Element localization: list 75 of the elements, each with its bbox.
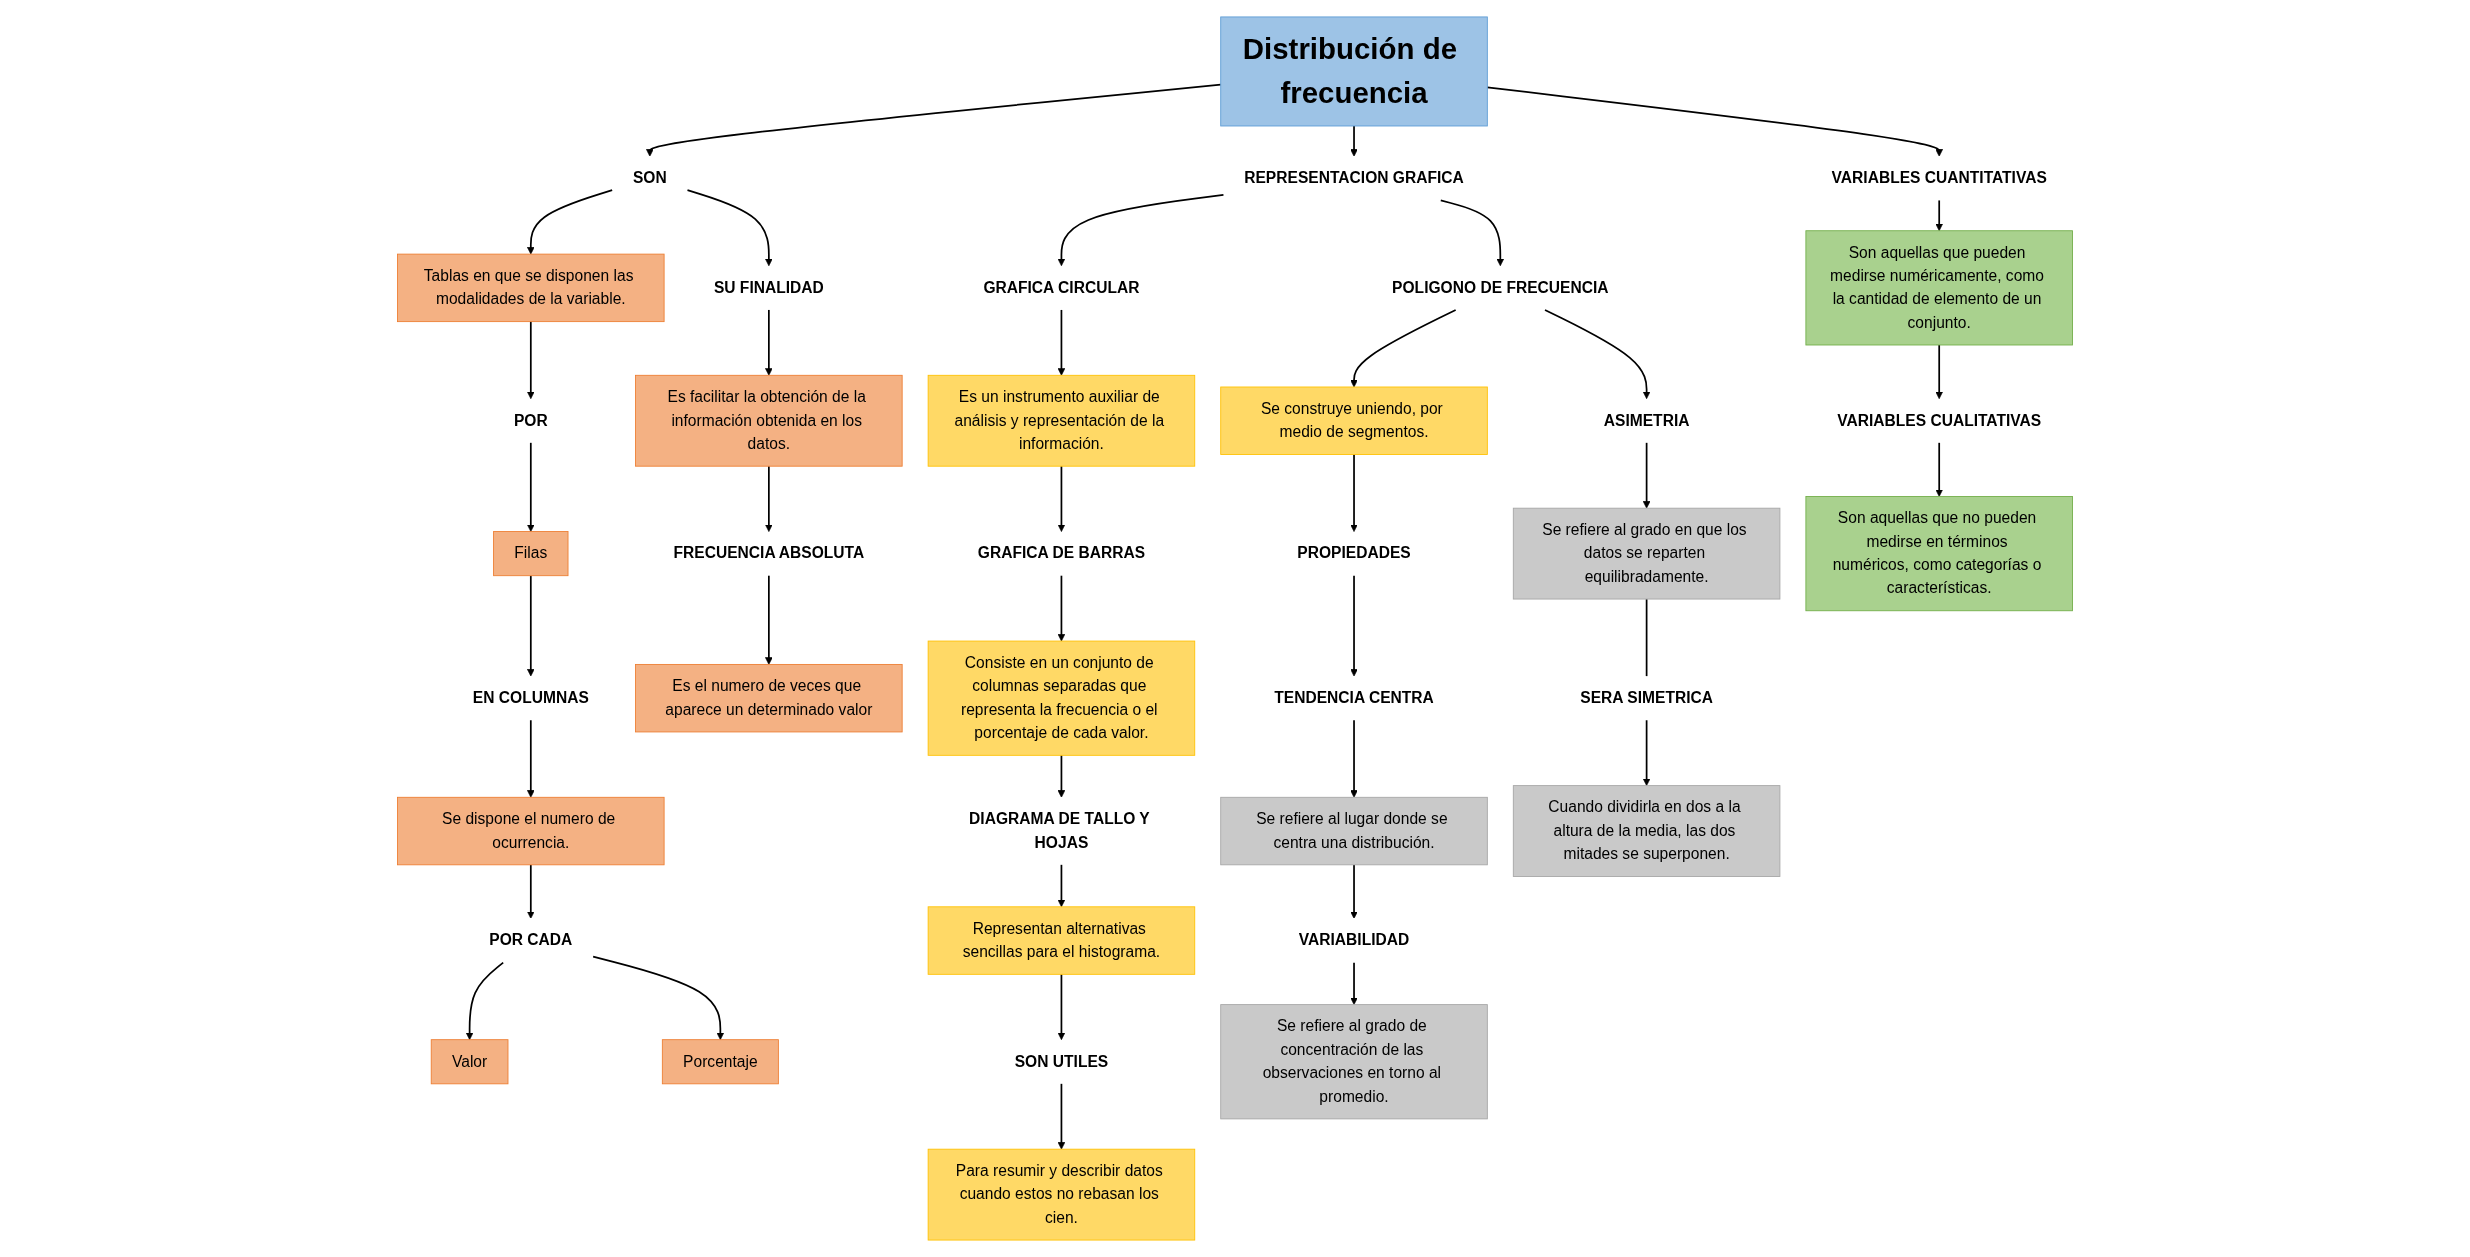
node-box: Para resumir y describir datos cuando estos no rebasan los cien. [927,1148,1196,1241]
arrow [1057,973,1066,1041]
arrow [765,465,773,532]
node-box: Valor [430,1039,509,1085]
node-box: Consiste en un conjunto de columnas separadas que representa la frecuencia o el porcentaje de cada valor. [927,640,1196,756]
arrow [765,574,773,665]
arrow [646,83,1222,157]
node-box: Distribución de frecuencia [1220,16,1488,127]
node-text: POR [513,411,548,429]
node-box: Son aquellas que pueden medirse numéricamente, como la cantidad de elemento de un conjunto. [1805,230,2073,346]
node-box: Porcentaje [661,1039,779,1085]
node-box: Es facilitar la obtención de la información obtenida en los datos. [635,374,903,467]
arrow [1350,125,1358,157]
node-box: Se refiere al grado en que los datos se reparten equilibradamente. [1512,507,1781,600]
arrow [1642,719,1651,786]
arrow [527,719,535,798]
arrow [1642,441,1651,509]
node-box: Se refiere al grado de concentración de las observaciones en torno al promedio. [1220,1004,1488,1120]
node-text: SON [632,169,667,187]
node-text: GRAFICA CIRCULAR [983,278,1140,297]
arrow [1057,194,1225,267]
node-text: DIAGRAMA DE TALLO Y HOJAS [969,810,1150,851]
node-text: SERA SIMETRICA [1580,689,1713,707]
arrow [1057,465,1066,532]
node-box: Es el numero de veces que aparece un determinado valor [635,664,903,733]
arrow [1350,453,1358,532]
node-text: VARIABILIDAD [1298,931,1410,949]
arrow [1350,719,1358,798]
arrow [465,961,505,1041]
node-text: VARIABLES CUANTITATIVAS [1831,169,2047,187]
arrow [527,189,614,255]
node-text: FRECUENCIA ABSOLUTA [673,544,865,562]
arrow [527,863,535,919]
arrow [1439,199,1505,267]
arrow [1057,863,1066,908]
node-box: Son aquellas que no pueden medirse en términos numéricos, como categorías o características. [1805,496,2073,612]
arrow [1544,309,1651,399]
node-box: Filas [493,531,569,577]
arrow [1350,574,1358,677]
node-text: TENDENCIA CENTRA [1274,689,1434,707]
arrow [1057,574,1066,642]
arrow [1935,344,1943,399]
node-text: REPRESENTACION GRAFICA [1244,169,1464,187]
node-box: Representan alternativas sencillas para el histograma. [927,906,1196,975]
arrow [527,441,535,532]
connector [1645,598,1648,677]
arrow [1350,961,1358,1005]
node-text: ASIMETRIA [1603,411,1690,429]
node-text: VARIABLES CUALITATIVAS [1837,411,2042,429]
node-text: PROPIEDADES [1297,544,1411,562]
arrow [765,309,773,376]
node-text: GRAFICA DE BARRAS [977,544,1146,562]
arrow [1057,309,1066,376]
node-box: Se refiere al lugar donde se centra una distribución. [1220,796,1488,866]
node-box: Se dispone el numero de ocurrencia. [397,796,665,866]
arrow [527,320,535,399]
node-box: Cuando dividirla en dos a la altura de la media, las dos mitades se superponen. [1512,785,1781,877]
node-box: Es un instrumento auxiliar de análisis y representación de la información. [927,374,1196,467]
arrow [686,189,773,267]
node-box: Se construye uniendo, por medio de segmentos. [1220,386,1488,455]
node-box: Tablas en que se disponen las modalidades de la variable. [397,253,665,323]
arrow [527,574,535,677]
node-text: SON UTILES [1014,1052,1109,1070]
arrow [1057,1082,1066,1150]
arrow [1057,754,1066,798]
arrow [592,955,725,1041]
arrow [1935,441,1943,497]
arrow [1935,199,1943,232]
arrow [1350,309,1457,388]
arrow [1350,863,1358,919]
node-text: POLIGONO DE FRECUENCIA [1392,278,1609,297]
node-text: SU FINALIDAD [713,278,824,297]
node-text: EN COLUMNAS [472,689,589,707]
node-text: POR CADA [489,931,573,949]
arrow [1486,86,1943,157]
